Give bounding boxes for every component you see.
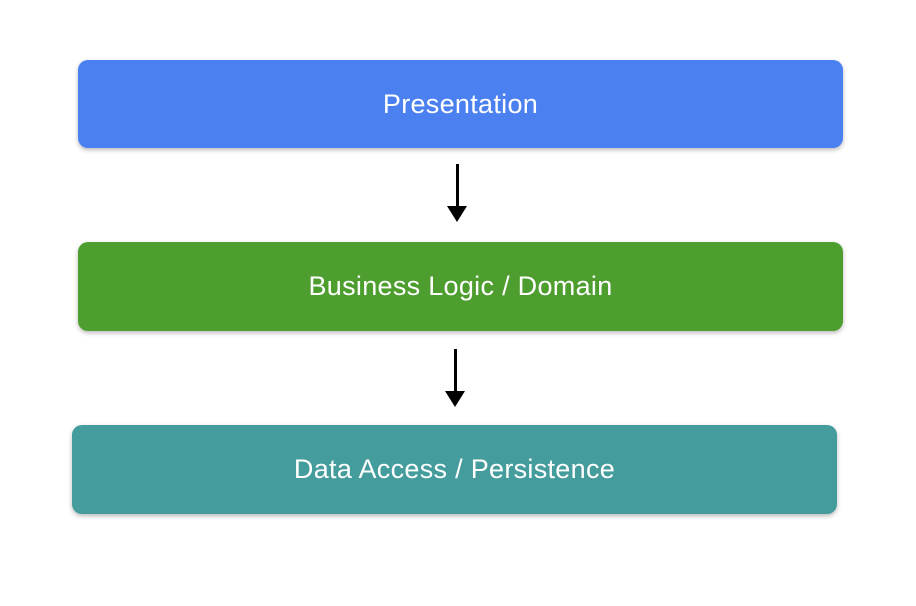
layer-presentation-label: Presentation (382, 88, 539, 119)
layer-presentation: Presentation (78, 60, 843, 148)
layer-business-logic: Business Logic / Domain (78, 242, 843, 331)
layer-data-access-label: Data Access / Persistence (293, 454, 616, 484)
layer-data-access: Data Access / Persistence (72, 425, 837, 514)
arrow-shaft (455, 164, 459, 206)
arrow-head (445, 391, 465, 407)
layer-business-logic-label: Business Logic / Domain (308, 271, 613, 301)
arrow-head (447, 206, 467, 222)
arrow-shaft (453, 349, 457, 391)
down-arrow-icon (447, 164, 467, 222)
down-arrow-icon (445, 349, 465, 407)
